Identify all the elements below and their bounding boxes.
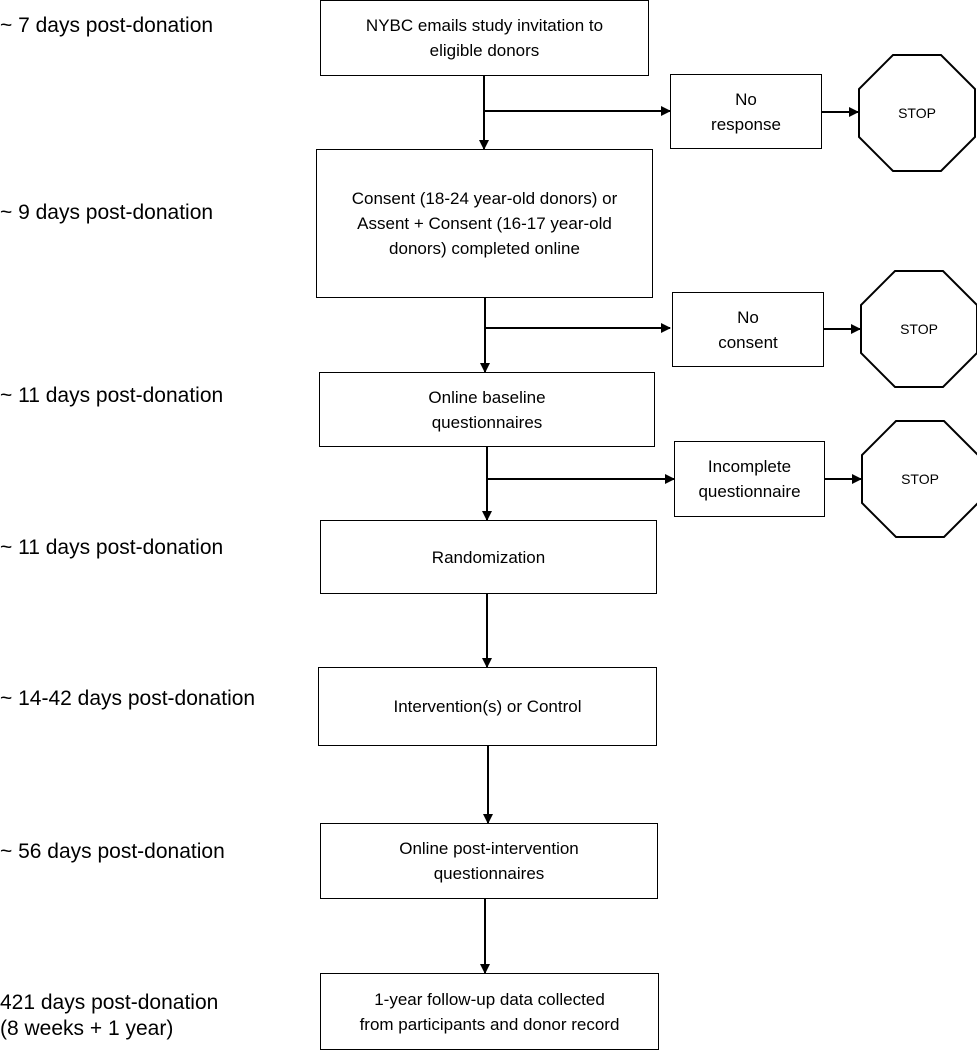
step-baseline-questionnaires: Online baseline questionnaires	[319, 372, 655, 447]
stop-label: STOP	[901, 471, 939, 487]
step-randomization: Randomization	[320, 520, 657, 594]
step-intervention-or-control: Intervention(s) or Control	[318, 667, 657, 746]
stop-label: STOP	[898, 105, 936, 121]
timeline-label-11-days-baseline: ~ 11 days post-donation	[0, 384, 224, 407]
stop-octagon-no-response: STOP	[858, 54, 976, 172]
timeline-label-7-days: ~ 7 days post-donation	[0, 14, 214, 37]
stop-octagon-incomplete: STOP	[861, 420, 977, 538]
stop-octagon-no-consent: STOP	[860, 270, 977, 388]
step-post-intervention-questionnaires: Online post-intervention questionnaires	[320, 823, 658, 899]
step-one-year-follow-up: 1-year follow-up data collected from par…	[320, 973, 659, 1050]
exclusion-incomplete-questionnaire: Incomplete questionnaire	[674, 441, 825, 517]
timeline-label-9-days: ~ 9 days post-donation	[0, 201, 214, 224]
timeline-label-56-days: ~ 56 days post-donation	[0, 840, 225, 863]
octagon-shape	[860, 270, 977, 388]
stop-label: STOP	[900, 321, 938, 337]
timeline-label-14-42-days: ~ 14-42 days post-donation	[0, 687, 256, 710]
timeline-label-421-days: 421 days post-donation (8 weeks + 1 year…	[0, 991, 219, 1040]
octagon-shape	[861, 420, 977, 538]
exclusion-no-response: No response	[670, 74, 822, 149]
octagon-shape	[858, 54, 976, 172]
timeline-label-11-days-randomization: ~ 11 days post-donation	[0, 536, 224, 559]
step-study-invitation: NYBC emails study invitation to eligible…	[320, 0, 649, 76]
exclusion-no-consent: No consent	[672, 292, 824, 367]
step-consent: Consent (18-24 year-old donors) or Assen…	[316, 149, 653, 298]
